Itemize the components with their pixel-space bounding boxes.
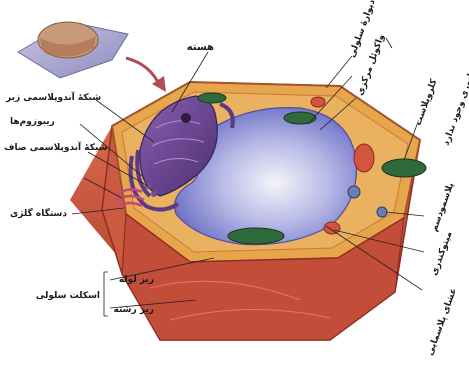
label-chloroplast: کلروپلاست xyxy=(413,77,439,127)
label-plasma-membrane: غشای پلاسمایی xyxy=(425,287,459,357)
label-golgi: دستگاه گلژی xyxy=(10,207,67,219)
label-microfilament: ریز رشته xyxy=(114,305,154,315)
label-mitochondrion: میتوکندری xyxy=(429,230,454,277)
label-no-centrioles-note: در سلول‌های جانوری وجود ندارد xyxy=(441,10,469,147)
pointer-arrow-icon xyxy=(126,58,160,86)
label-nucleus: هسته xyxy=(187,42,214,53)
label-ribosomes: ریبوزوم‌ها xyxy=(10,117,55,127)
label-smooth-er: شبکهٔ آندوپلاسمی صاف xyxy=(4,141,108,153)
label-plasmodesmata: پلاسمودسم xyxy=(429,181,456,233)
label-rough-er: شبکهٔ آندوپلاسمی زبر xyxy=(5,91,101,103)
label-microtubule: ریز لوله xyxy=(119,275,154,285)
label-cytoskeleton: اسکلت سلولی xyxy=(36,291,100,301)
inset-cell-thumbnail xyxy=(18,22,128,78)
